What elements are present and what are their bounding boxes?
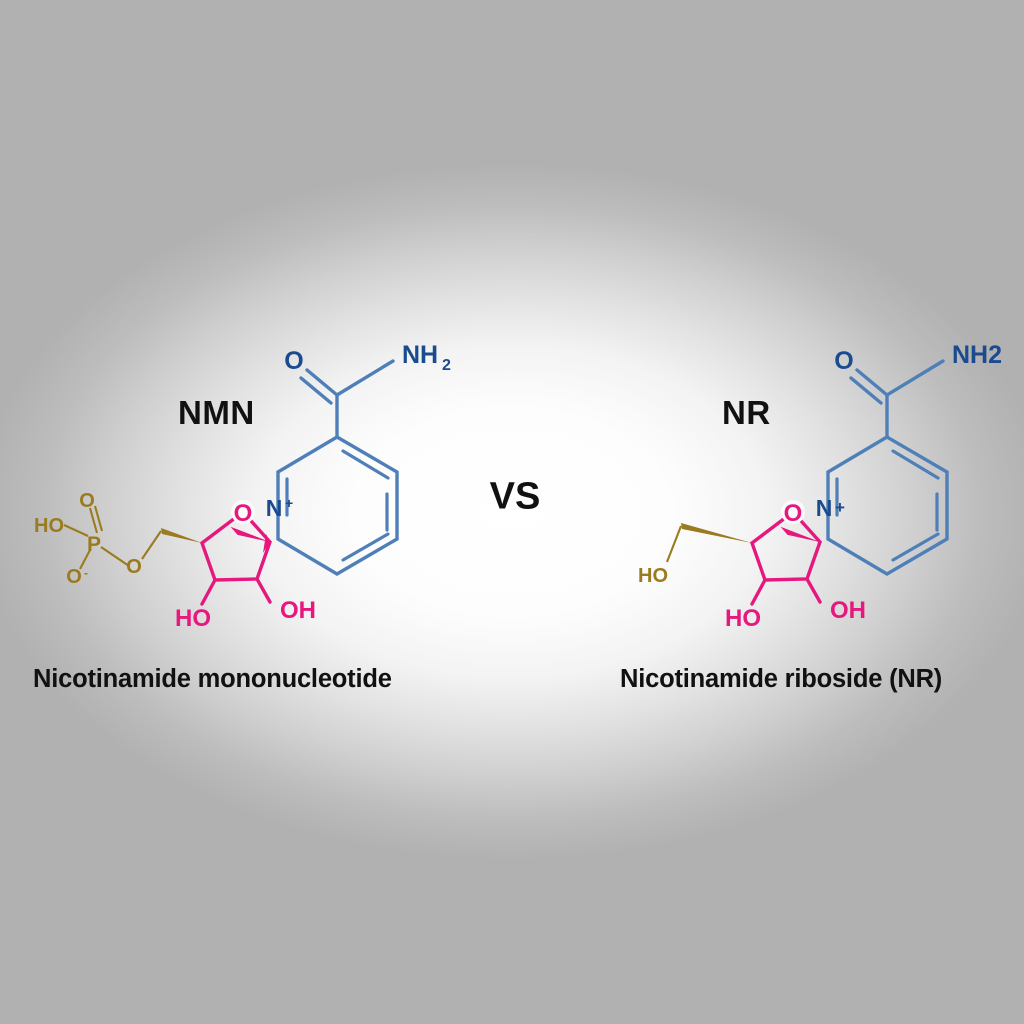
nr-carbonyl-oxygen-label: O <box>834 347 853 375</box>
nr-abbreviation-label: NR <box>722 394 771 431</box>
nmn-c5-wedge <box>161 528 202 543</box>
nmn-glycosidic-wedge <box>263 534 270 553</box>
nmn-ring-nitrogen-label: N <box>266 495 283 521</box>
nmn-carbonyl-oxygen-label: O <box>284 347 303 375</box>
nmn-amide-label: NH <box>402 341 438 369</box>
nr-hydroxymethyl-hydroxyl-label: HO <box>638 565 668 587</box>
nr-ring-nitrogen-label: N <box>816 495 833 521</box>
nmn-structure-diagram: O NH 2 N + O HO OH <box>30 332 490 632</box>
nr-structure-diagram: O NH2 N + O HO OH HO <box>630 332 1024 632</box>
nmn-phosphate-anion-charge-label: - <box>84 566 88 580</box>
nr-ring-charge-label: + <box>835 498 845 517</box>
nmn-ring-charge-label: + <box>285 495 293 511</box>
nmn-ester-bond <box>141 530 162 560</box>
nr-hydroxyl-left-label: HO <box>725 605 761 632</box>
amide-bond-c-n <box>335 359 395 397</box>
nmn-phosphate-anion-oxygen-label: O <box>66 566 82 588</box>
nmn-abbreviation-label: NMN <box>178 394 255 431</box>
nr-amide-label: NH2 <box>952 341 1002 369</box>
nmn-ester-oxygen-label: O <box>126 556 142 578</box>
nmn-phosphate-hydroxyl-label: HO <box>34 515 64 537</box>
nmn-furanose-oxygen-label: O <box>234 500 253 527</box>
nr-furanose-oxygen-label: O <box>784 500 803 527</box>
nmn-amide-subscript: 2 <box>442 357 451 374</box>
nmn-phosphate-double-oxygen-label: O <box>79 490 95 512</box>
versus-label: VS <box>489 475 541 518</box>
nmn-caption: Nicotinamide mononucleotide <box>33 665 392 693</box>
nr-hydroxyl-right-label: OH <box>830 597 866 624</box>
nmn-phosphorus-label: P <box>87 533 101 556</box>
nr-c5-wedge <box>681 523 752 543</box>
nmn-hydroxyl-right-label: OH <box>280 597 316 624</box>
nr-caption: Nicotinamide riboside (NR) <box>620 665 943 693</box>
nmn-hydroxyl-left-label: HO <box>175 605 211 632</box>
